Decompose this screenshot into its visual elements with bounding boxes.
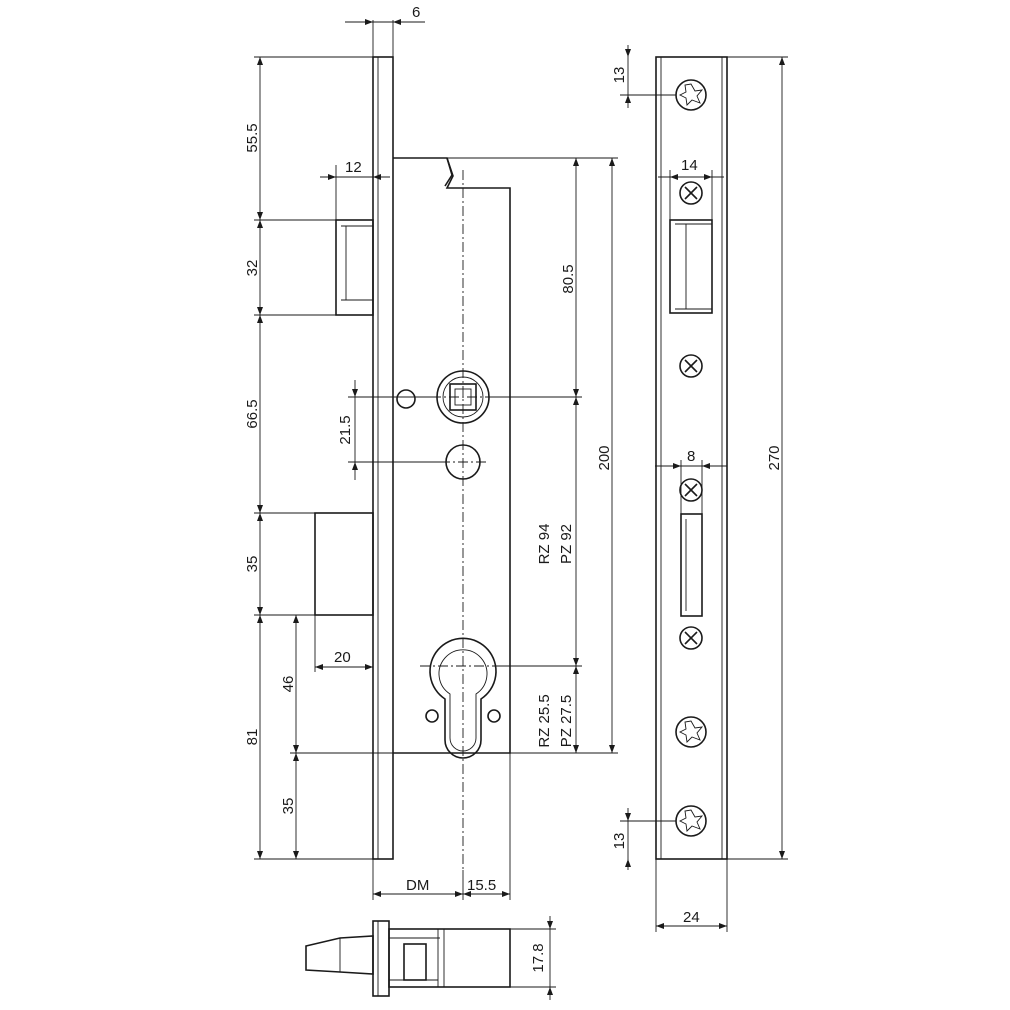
latch-opening <box>669 219 713 314</box>
torx-screw-bottom <box>675 805 707 837</box>
dim-dm: DM <box>406 877 429 894</box>
dim-20: 20 <box>334 649 351 666</box>
dim-200: 200 <box>596 445 613 470</box>
dead-bolt <box>314 512 374 616</box>
dim-13-top: 13 <box>611 67 628 84</box>
deadbolt-opening <box>680 513 703 617</box>
latch-bolt <box>335 219 374 316</box>
dim-66-5: 66.5 <box>244 399 261 428</box>
phillips-screw-4 <box>679 626 703 650</box>
dim-81: 81 <box>244 729 261 746</box>
torx-screw-top <box>675 79 707 111</box>
small-hole <box>396 389 416 409</box>
dim-14: 14 <box>681 157 698 174</box>
dim-80-5: 80.5 <box>560 264 577 293</box>
dim-pz27-5: PZ 27.5 <box>558 695 575 748</box>
dim-13-bottom: 13 <box>611 833 628 850</box>
dim-55-5: 55.5 <box>244 123 261 152</box>
phillips-screw-2 <box>679 354 703 378</box>
dim-270: 270 <box>766 445 783 470</box>
lock-case <box>393 157 511 754</box>
dim-rz94: RZ 94 <box>536 524 553 565</box>
dim-15-5: 15.5 <box>467 877 496 894</box>
faceplate-dimensions: 13 14 8 270 13 24 <box>611 45 788 932</box>
dim-pz92: PZ 92 <box>558 524 575 564</box>
dim-rz25-5: RZ 25.5 <box>536 694 553 747</box>
dim-8: 8 <box>687 448 695 465</box>
lock-top-view <box>305 920 511 997</box>
torx-screw-lower <box>675 716 707 748</box>
dim-17-8: 17.8 <box>530 943 547 972</box>
phillips-screw-3 <box>679 478 703 502</box>
dim-35-deadbolt: 35 <box>244 556 261 573</box>
dim-21-5: 21.5 <box>337 415 354 444</box>
dim-12: 12 <box>345 159 362 176</box>
phillips-screw-1 <box>679 181 703 205</box>
dim-24: 24 <box>683 909 700 926</box>
top-view-dimensions: 17.8 <box>510 916 556 1000</box>
dim-32: 32 <box>244 260 261 277</box>
dim-35-lower: 35 <box>280 798 297 815</box>
faceplate <box>372 56 394 860</box>
dim-6: 6 <box>412 4 420 21</box>
dim-46: 46 <box>280 676 297 693</box>
lock-front-view <box>314 56 530 870</box>
front-view-dimensions: 6 55.5 32 66.5 35 81 46 35 <box>244 4 618 900</box>
cylinder-cutout <box>429 637 497 759</box>
